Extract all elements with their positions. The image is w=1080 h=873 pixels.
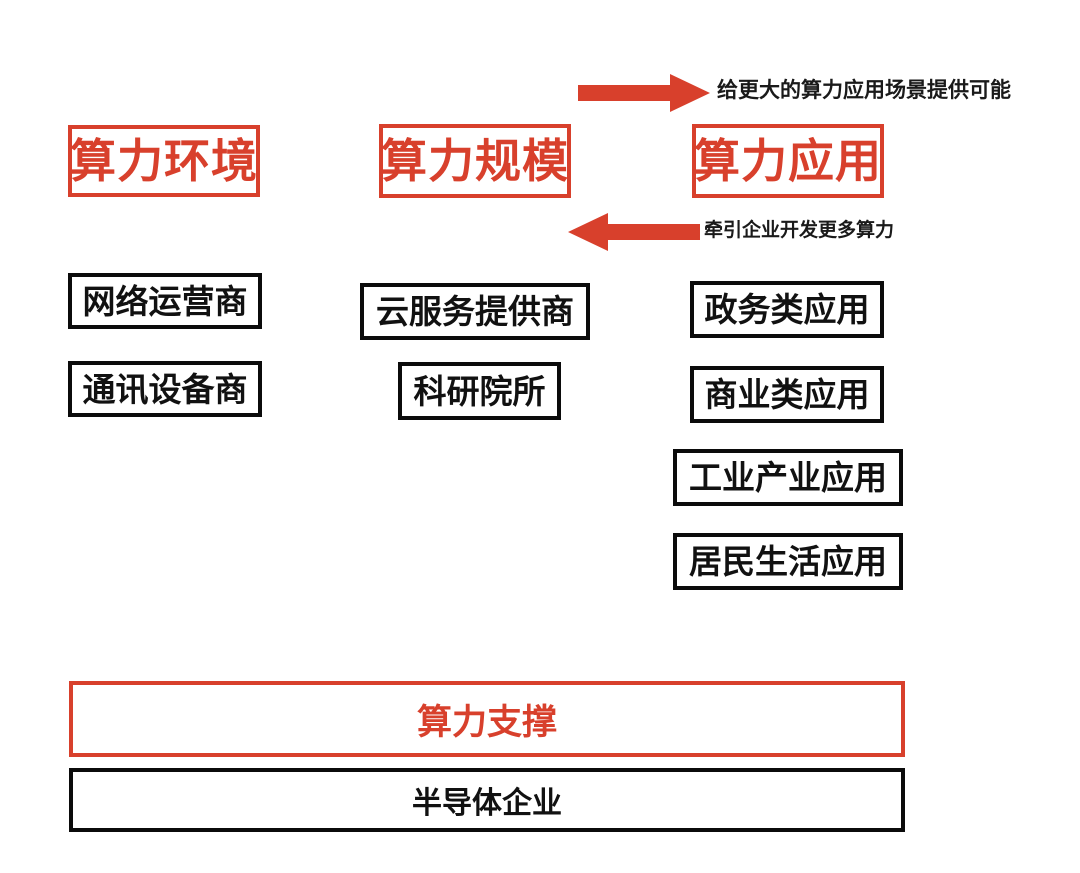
pillar-compute-application[interactable]: 算力应用 <box>692 124 884 198</box>
foundation-bar-compute-support[interactable]: 算力支撑 <box>69 681 905 757</box>
node-cloud-service-provider[interactable]: 云服务提供商 <box>360 283 590 340</box>
arrow-right-icon <box>578 74 710 112</box>
node-telecom-equipment-vendor[interactable]: 通讯设备商 <box>68 361 262 417</box>
node-residential-life-application[interactable]: 居民生活应用 <box>673 533 903 590</box>
foundation-bar-semiconductor-company[interactable]: 半导体企业 <box>69 768 905 832</box>
arrow-label-scale-to-application: 给更大的算力应用场景提供可能 <box>717 79 1011 102</box>
arrow-left-icon <box>568 213 700 251</box>
pillar-compute-scale[interactable]: 算力规模 <box>379 124 571 198</box>
node-network-operator[interactable]: 网络运营商 <box>68 273 262 329</box>
node-industrial-application[interactable]: 工业产业应用 <box>673 449 903 506</box>
arrow-label-application-to-scale: 牵引企业开发更多算力 <box>704 220 895 241</box>
node-government-application[interactable]: 政务类应用 <box>690 281 884 338</box>
node-commercial-application[interactable]: 商业类应用 <box>690 366 884 423</box>
pillar-compute-environment[interactable]: 算力环境 <box>68 125 260 197</box>
node-research-institute[interactable]: 科研院所 <box>398 362 561 420</box>
